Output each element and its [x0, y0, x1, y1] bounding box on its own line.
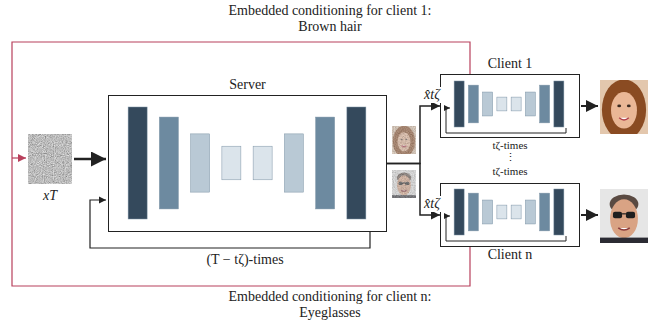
layer-bar — [284, 134, 303, 192]
annotation: (T − tζ)-times — [206, 252, 283, 268]
unet-symbol — [454, 81, 564, 127]
box-heading: Client 1 — [486, 56, 535, 72]
layer-bar — [497, 97, 507, 111]
data-arrow — [387, 106, 440, 164]
layer-bar — [554, 81, 564, 127]
layer-bar — [511, 97, 521, 111]
layer-bar — [511, 205, 521, 219]
annotation: tζ-times — [492, 165, 527, 178]
client-box: Client 1 — [440, 74, 580, 138]
annotation: tζ-times — [492, 139, 527, 152]
network-art — [128, 79, 648, 243]
annotation: xT — [43, 188, 57, 204]
edge-label: x̂tζ — [423, 87, 441, 103]
layer-bar — [128, 107, 147, 219]
layer-bar — [454, 189, 464, 235]
output-face — [600, 80, 648, 134]
conditioning-note: Embedded conditioning for client n: Eyeg… — [220, 289, 440, 321]
layer-bar — [159, 117, 178, 209]
noisy-thumbnail — [392, 126, 416, 154]
annotation: ⋮ — [505, 151, 516, 163]
client-box: Client n — [440, 183, 580, 247]
layer-bar — [253, 146, 272, 180]
conditioning-wire — [12, 157, 26, 158]
layer-bar — [316, 117, 335, 209]
layer-bar — [468, 193, 478, 231]
output-arrow — [581, 214, 598, 216]
conditioning-wire — [12, 42, 470, 286]
layer-bar — [497, 205, 507, 219]
noisy-thumbnail — [392, 170, 416, 198]
conditioning-note: Embedded conditioning for client 1: Brow… — [220, 3, 440, 35]
output-face — [600, 189, 648, 243]
layer-bar — [525, 200, 535, 224]
conditioning-wire — [12, 42, 470, 286]
unet-symbol — [128, 107, 366, 219]
server-box: Server — [108, 95, 387, 232]
noise-image — [28, 134, 72, 184]
layer-bar — [454, 81, 464, 127]
layer-bar — [554, 189, 564, 235]
unet-symbol — [454, 189, 564, 235]
layer-bar — [540, 193, 550, 231]
layer-bar — [540, 85, 550, 123]
layer-bar — [222, 146, 241, 180]
layer-bar — [468, 85, 478, 123]
layer-bar — [525, 92, 535, 116]
layer-bar — [191, 134, 210, 192]
output-arrow — [581, 105, 598, 107]
data-arrow — [387, 164, 440, 216]
layer-bar — [483, 92, 493, 116]
layer-bar — [483, 200, 493, 224]
input-arrow — [74, 158, 106, 161]
box-heading: Server — [227, 77, 268, 93]
box-heading: Client n — [486, 247, 535, 263]
layer-bar — [347, 107, 366, 219]
edge-label: x̂tζ — [423, 196, 441, 212]
